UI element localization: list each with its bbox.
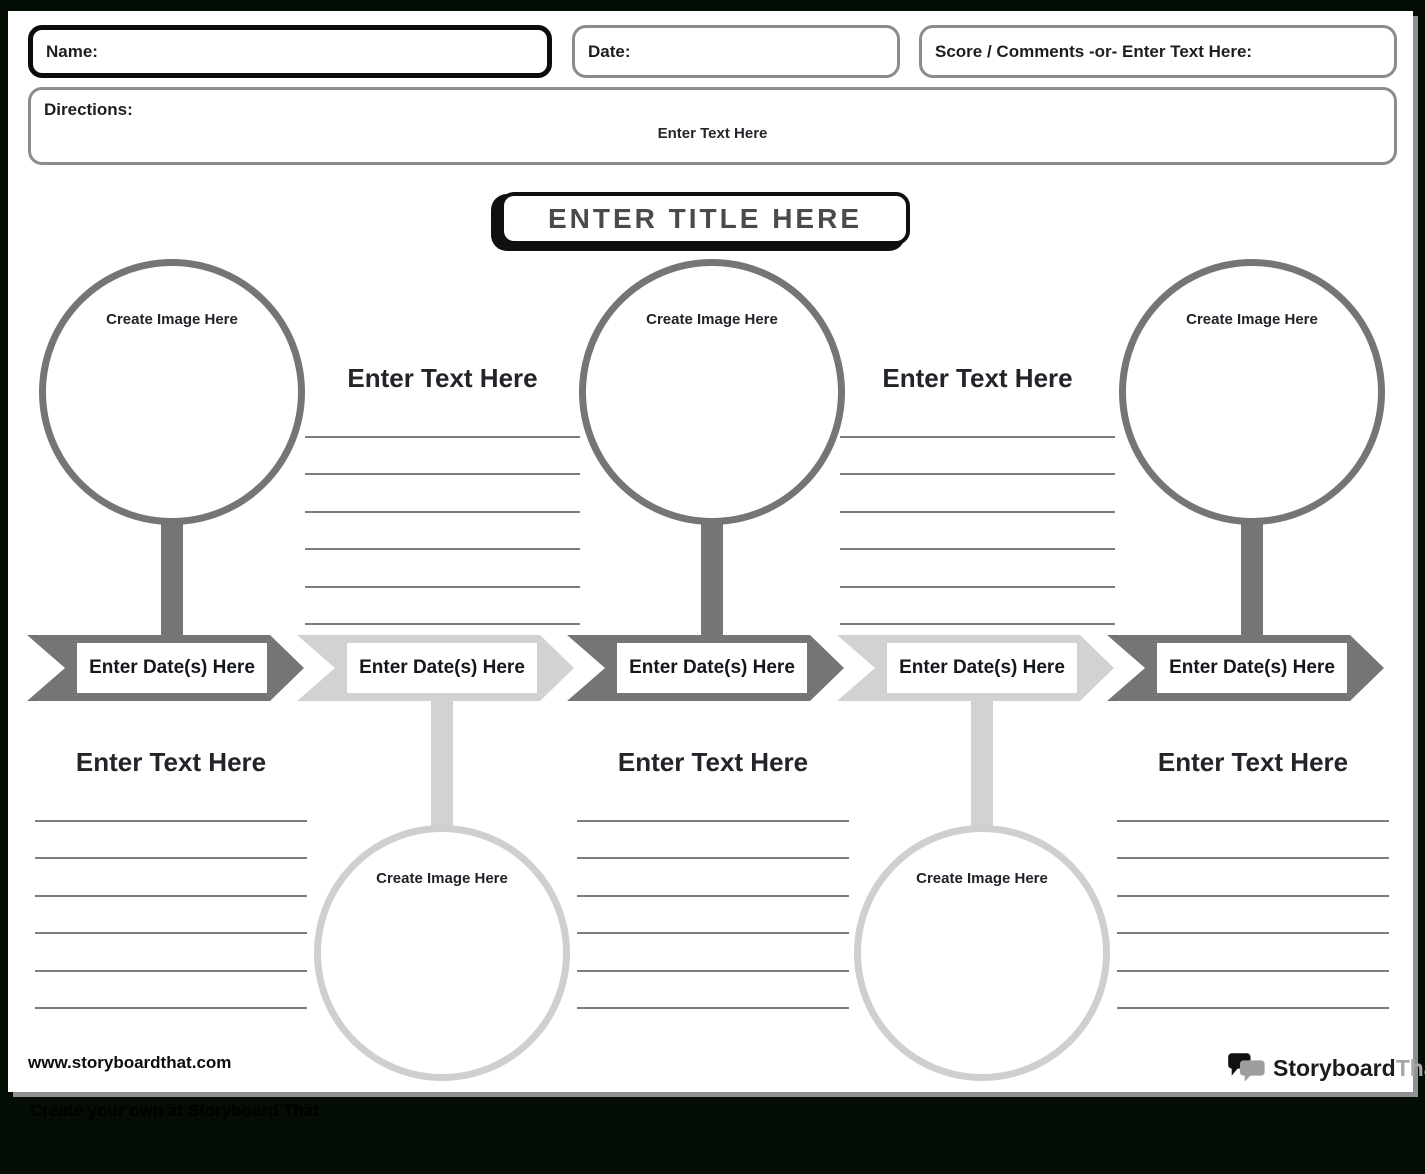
date-entry-field[interactable]: Enter Date(s) Here	[887, 643, 1077, 693]
writing-line	[305, 586, 580, 588]
writing-line	[840, 511, 1115, 513]
date-entry-field[interactable]: Enter Date(s) Here	[1157, 643, 1347, 693]
text-block-label[interactable]: Enter Text Here	[75, 747, 267, 777]
watermark-text: Create your own at Storyboard That	[30, 1101, 320, 1120]
writing-line	[1117, 1007, 1389, 1009]
writing-line	[1117, 895, 1389, 897]
website-url: www.storyboardthat.com	[28, 1053, 232, 1072]
text-block-label[interactable]: Enter Text Here	[882, 363, 1073, 393]
writing-line	[1117, 970, 1389, 972]
writing-line	[305, 548, 580, 550]
title-field[interactable]: ENTER TITLE HERE	[500, 192, 910, 245]
connector-stem-4	[971, 701, 993, 827]
directions-field[interactable]: Directions: Enter Text Here	[28, 87, 1397, 165]
writing-line	[35, 1007, 307, 1009]
text-block-label[interactable]: Enter Text Here	[617, 747, 809, 777]
image-placeholder-circle[interactable]: Create Image Here	[39, 259, 305, 525]
image-placeholder-label: Create Image Here	[646, 311, 778, 328]
writing-line	[1117, 820, 1389, 822]
image-placeholder-label: Create Image Here	[106, 311, 238, 328]
image-placeholder-label: Create Image Here	[916, 870, 1048, 887]
speech-bubbles-icon	[1228, 1053, 1265, 1082]
image-placeholder-circle[interactable]: Create Image Here	[854, 825, 1110, 1081]
ruled-lines[interactable]	[305, 436, 580, 625]
connector-stem-3	[701, 506, 723, 635]
writing-line	[840, 436, 1115, 438]
image-placeholder-label: Create Image Here	[1186, 311, 1318, 328]
writing-line	[840, 548, 1115, 550]
score-comments-field[interactable]: Score / Comments -or- Enter Text Here:	[919, 25, 1397, 78]
writing-line	[577, 857, 849, 859]
page-title: ENTER TITLE HERE	[547, 202, 862, 234]
image-placeholder-label: Create Image Here	[376, 870, 508, 887]
writing-line	[305, 436, 580, 438]
writing-line	[577, 970, 849, 972]
writing-line	[35, 970, 307, 972]
writing-line	[1117, 857, 1389, 859]
directions-placeholder-text[interactable]: Enter Text Here	[657, 125, 768, 142]
logo-text-secondary: That	[1395, 1054, 1425, 1081]
writing-line	[305, 473, 580, 475]
writing-line	[305, 623, 580, 625]
ruled-lines[interactable]	[1117, 820, 1389, 1009]
writing-line	[305, 511, 580, 513]
score-comments-label: Score / Comments -or- Enter Text Here:	[935, 41, 1253, 61]
date-field[interactable]: Date:	[572, 25, 900, 78]
writing-line	[35, 820, 307, 822]
logo-text-primary: Storyboard	[1273, 1054, 1396, 1081]
writing-line	[577, 895, 849, 897]
date-entry-field[interactable]: Enter Date(s) Here	[77, 643, 267, 693]
connector-stem-2	[431, 701, 453, 827]
writing-line	[840, 473, 1115, 475]
writing-line	[840, 586, 1115, 588]
image-placeholder-circle[interactable]: Create Image Here	[579, 259, 845, 525]
image-placeholder-circle[interactable]: Create Image Here	[314, 825, 570, 1081]
writing-line	[1117, 932, 1389, 934]
text-block-label[interactable]: Enter Text Here	[347, 363, 538, 393]
worksheet-page: Name: Date: Score / Comments -or- Enter …	[8, 11, 1425, 1092]
ruled-lines[interactable]	[840, 436, 1115, 625]
connector-stem-5	[1241, 506, 1263, 635]
writing-line	[840, 623, 1115, 625]
text-block-label[interactable]: Enter Text Here	[1157, 747, 1349, 777]
ruled-lines[interactable]	[35, 820, 307, 1009]
date-label: Date:	[588, 41, 631, 61]
directions-label: Directions:	[44, 100, 133, 119]
writing-line	[35, 932, 307, 934]
writing-line	[577, 932, 849, 934]
image-placeholder-circle[interactable]: Create Image Here	[1119, 259, 1385, 525]
writing-line	[35, 895, 307, 897]
date-entry-field[interactable]: Enter Date(s) Here	[617, 643, 807, 693]
name-field[interactable]: Name:	[28, 25, 552, 78]
name-label: Name:	[46, 41, 98, 61]
date-entry-field[interactable]: Enter Date(s) Here	[347, 643, 537, 693]
writing-line	[35, 857, 307, 859]
writing-line	[577, 820, 849, 822]
ruled-lines[interactable]	[577, 820, 849, 1009]
connector-stem-1	[161, 506, 183, 635]
writing-line	[577, 1007, 849, 1009]
